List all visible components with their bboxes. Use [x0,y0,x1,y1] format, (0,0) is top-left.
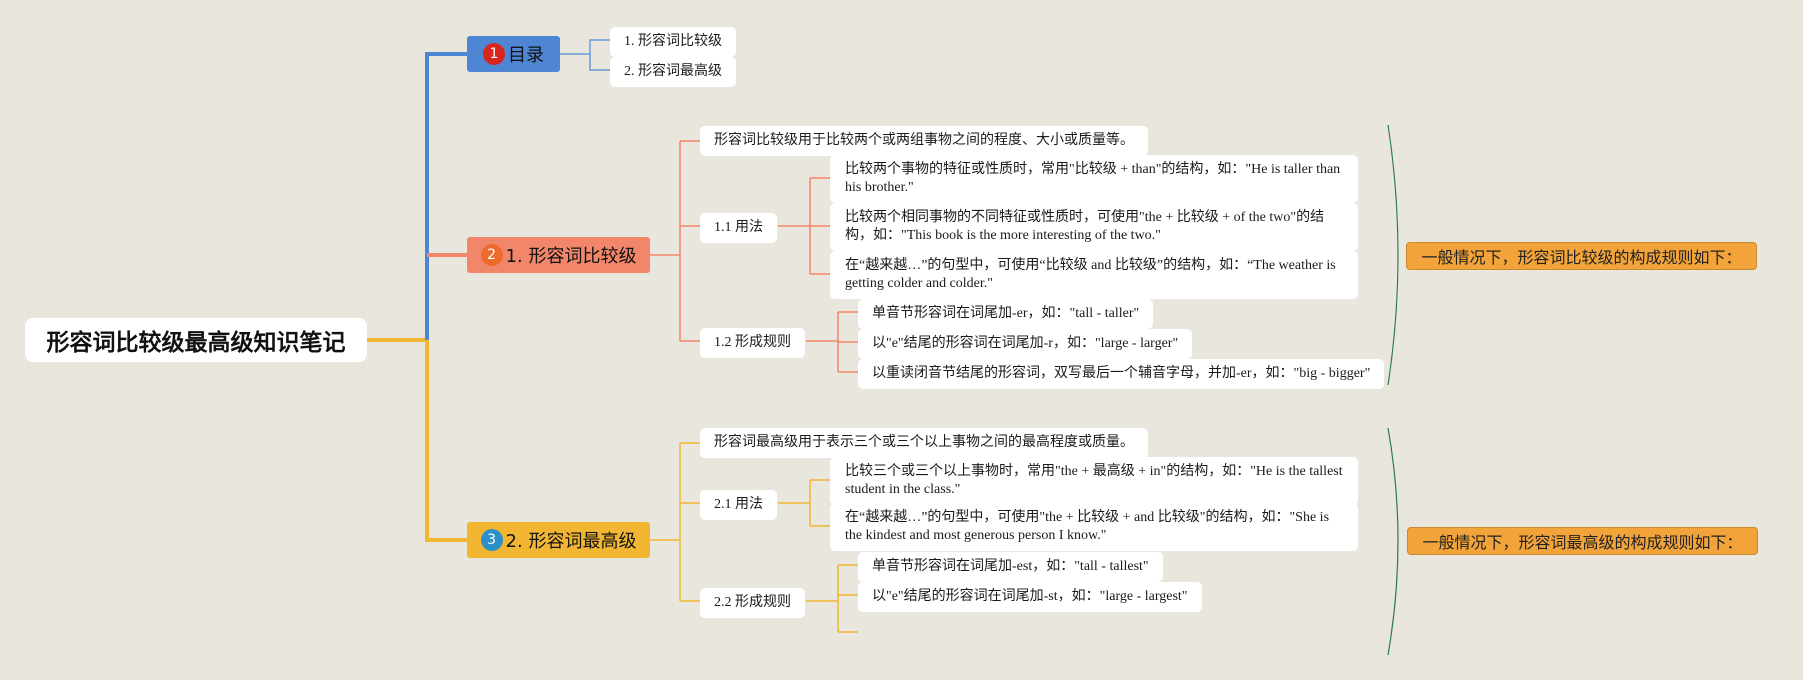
root-title: 形容词比较级最高级知识笔记 [46,330,346,356]
comparative-rule-item[interactable]: 以重读闭音节结尾的形容词，双写最后一个辅音字母，并加-er，如："big - b… [858,359,1385,389]
number-badge: 3 [480,529,503,551]
comparative-summary[interactable]: 一般情况下，形容词比较级的构成规则如下： [1406,242,1757,270]
superlative-usage-label[interactable]: 2.1 用法 [700,490,777,520]
trunk-superlative [425,340,467,542]
brace-comparative [1387,124,1399,386]
comparative-usage-item[interactable]: 比较两个相同事物的不同特征或性质时，可使用"the + 比较级 + of the… [830,203,1358,251]
toc-item[interactable]: 1. 形容词比较级 [610,27,736,57]
superlative-rules-label[interactable]: 2.2 形成规则 [700,588,805,618]
superlative-definition[interactable]: 形容词最高级用于表示三个或三个以上事物之间的最高程度或质量。 [700,428,1148,458]
superlative-summary[interactable]: 一般情况下，形容词最高级的构成规则如下： [1407,527,1758,555]
comparative-definition[interactable]: 形容词比较级用于比较两个或两组事物之间的程度、大小或质量等。 [700,126,1148,156]
comparative-usage-item[interactable]: 比较两个事物的特征或性质时，常用"比较级 + than"的结构，如："He is… [830,155,1358,203]
root-topic[interactable]: 形容词比较级最高级知识笔记 [25,318,367,362]
superlative-usage-item[interactable]: 在“越来越…”的句型中，可使用"the + 比较级 + and 比较级"的结构，… [830,503,1358,551]
comparative-connectors [650,140,858,373]
branch-toc[interactable]: 1 目录 [467,36,560,72]
trunk-toc [425,52,467,340]
superlative-connectors [650,442,858,633]
superlative-rule-item[interactable]: 以"e"结尾的形容词在词尾加-st，如："large - largest" [858,582,1202,612]
branch-toc-title: 目录 [508,45,544,66]
branch-comparative-title: 1. 形容词比较级 [505,246,637,267]
branch-superlative-title: 2. 形容词最高级 [505,531,637,552]
number-badge: 2 [480,244,503,266]
superlative-rule-item[interactable]: 单音节形容词在词尾加-est，如："tall - tallest" [858,552,1163,582]
comparative-usage-label[interactable]: 1.1 用法 [700,213,777,243]
brace-superlative [1387,427,1399,656]
superlative-usage-item[interactable]: 比较三个或三个以上事物时，常用"the + 最高级 + in"的结构，如："He… [830,457,1358,505]
toc-connectors [560,39,610,71]
number-badge: 1 [483,43,505,65]
branch-superlative[interactable]: 3 2. 形容词最高级 [467,522,650,558]
branch-comparative[interactable]: 2 1. 形容词比较级 [467,237,650,273]
comparative-rule-item[interactable]: 单音节形容词在词尾加-er，如："tall - taller" [858,299,1154,329]
comparative-usage-item[interactable]: 在“越来越…”的句型中，可使用“比较级 and 比较级”的结构，如：“The w… [830,251,1358,299]
toc-item[interactable]: 2. 形容词最高级 [610,57,736,87]
comparative-rule-item[interactable]: 以"e"结尾的形容词在词尾加-r，如："large - larger" [858,329,1193,359]
comparative-rules-label[interactable]: 1.2 形成规则 [700,328,805,358]
